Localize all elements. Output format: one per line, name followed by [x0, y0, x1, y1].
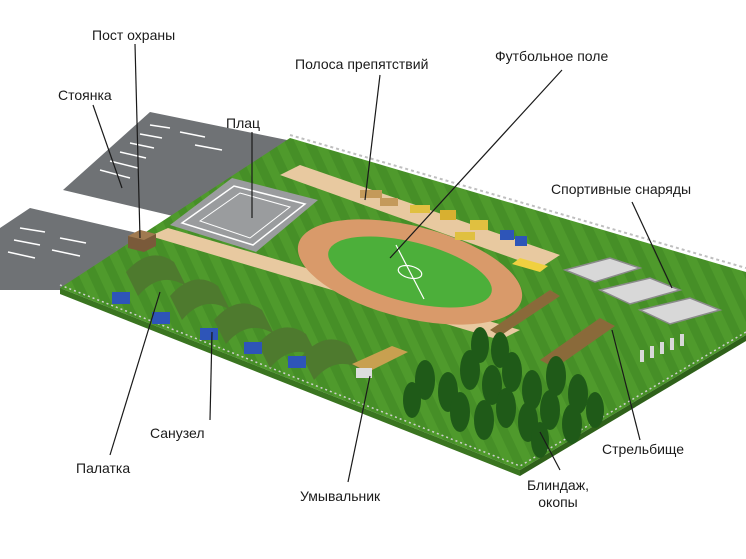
- washbasin: [352, 346, 408, 378]
- field-centre-circle: [397, 264, 423, 280]
- label-dugout: Блиндаж, окопы: [522, 477, 594, 511]
- parade-ground: [170, 178, 318, 252]
- parade-markings-inner: [198, 192, 292, 239]
- label-toilet: Санузел: [150, 425, 205, 441]
- tent-3: [214, 303, 274, 344]
- label-parking: Стоянка: [58, 87, 112, 103]
- parade-markings: [180, 185, 307, 246]
- parking-lot-upper: [63, 112, 287, 220]
- label-guard-post: Пост охраны: [92, 27, 176, 43]
- tent-1: [126, 255, 186, 296]
- dugouts: [490, 290, 615, 368]
- obstacle-path: [280, 165, 560, 268]
- parking-lot-lower: [0, 208, 150, 290]
- tent-5: [302, 339, 362, 380]
- label-dugout-line2: окопы: [538, 494, 578, 510]
- trees: [403, 327, 604, 458]
- sports-equipment-stations: [562, 257, 723, 325]
- field-centre-line: [395, 244, 425, 300]
- tent-2: [170, 279, 230, 320]
- label-shooting-range: Стрельбище: [602, 441, 685, 457]
- parking-markings: [7, 124, 223, 259]
- tent-4: [258, 327, 318, 368]
- label-dugout-line1: Блиндаж,: [527, 477, 589, 493]
- tents: [126, 255, 362, 380]
- label-obstacle-course: Полоса препятствий: [295, 56, 429, 72]
- shooting-range: [640, 334, 684, 362]
- label-sports-equipment: Спортивные снаряды: [551, 181, 692, 197]
- leader-lines: [92, 43, 673, 483]
- fence: [289, 134, 746, 269]
- label-football-field: Футбольное поле: [495, 48, 609, 64]
- obstacle-equipment: [360, 190, 548, 272]
- label-parade-ground: Плац: [226, 115, 261, 131]
- label-washbasin: Умывальник: [300, 488, 381, 504]
- label-tent: Палатка: [76, 460, 131, 476]
- grass-edge: [60, 288, 520, 476]
- toilets: [112, 292, 306, 368]
